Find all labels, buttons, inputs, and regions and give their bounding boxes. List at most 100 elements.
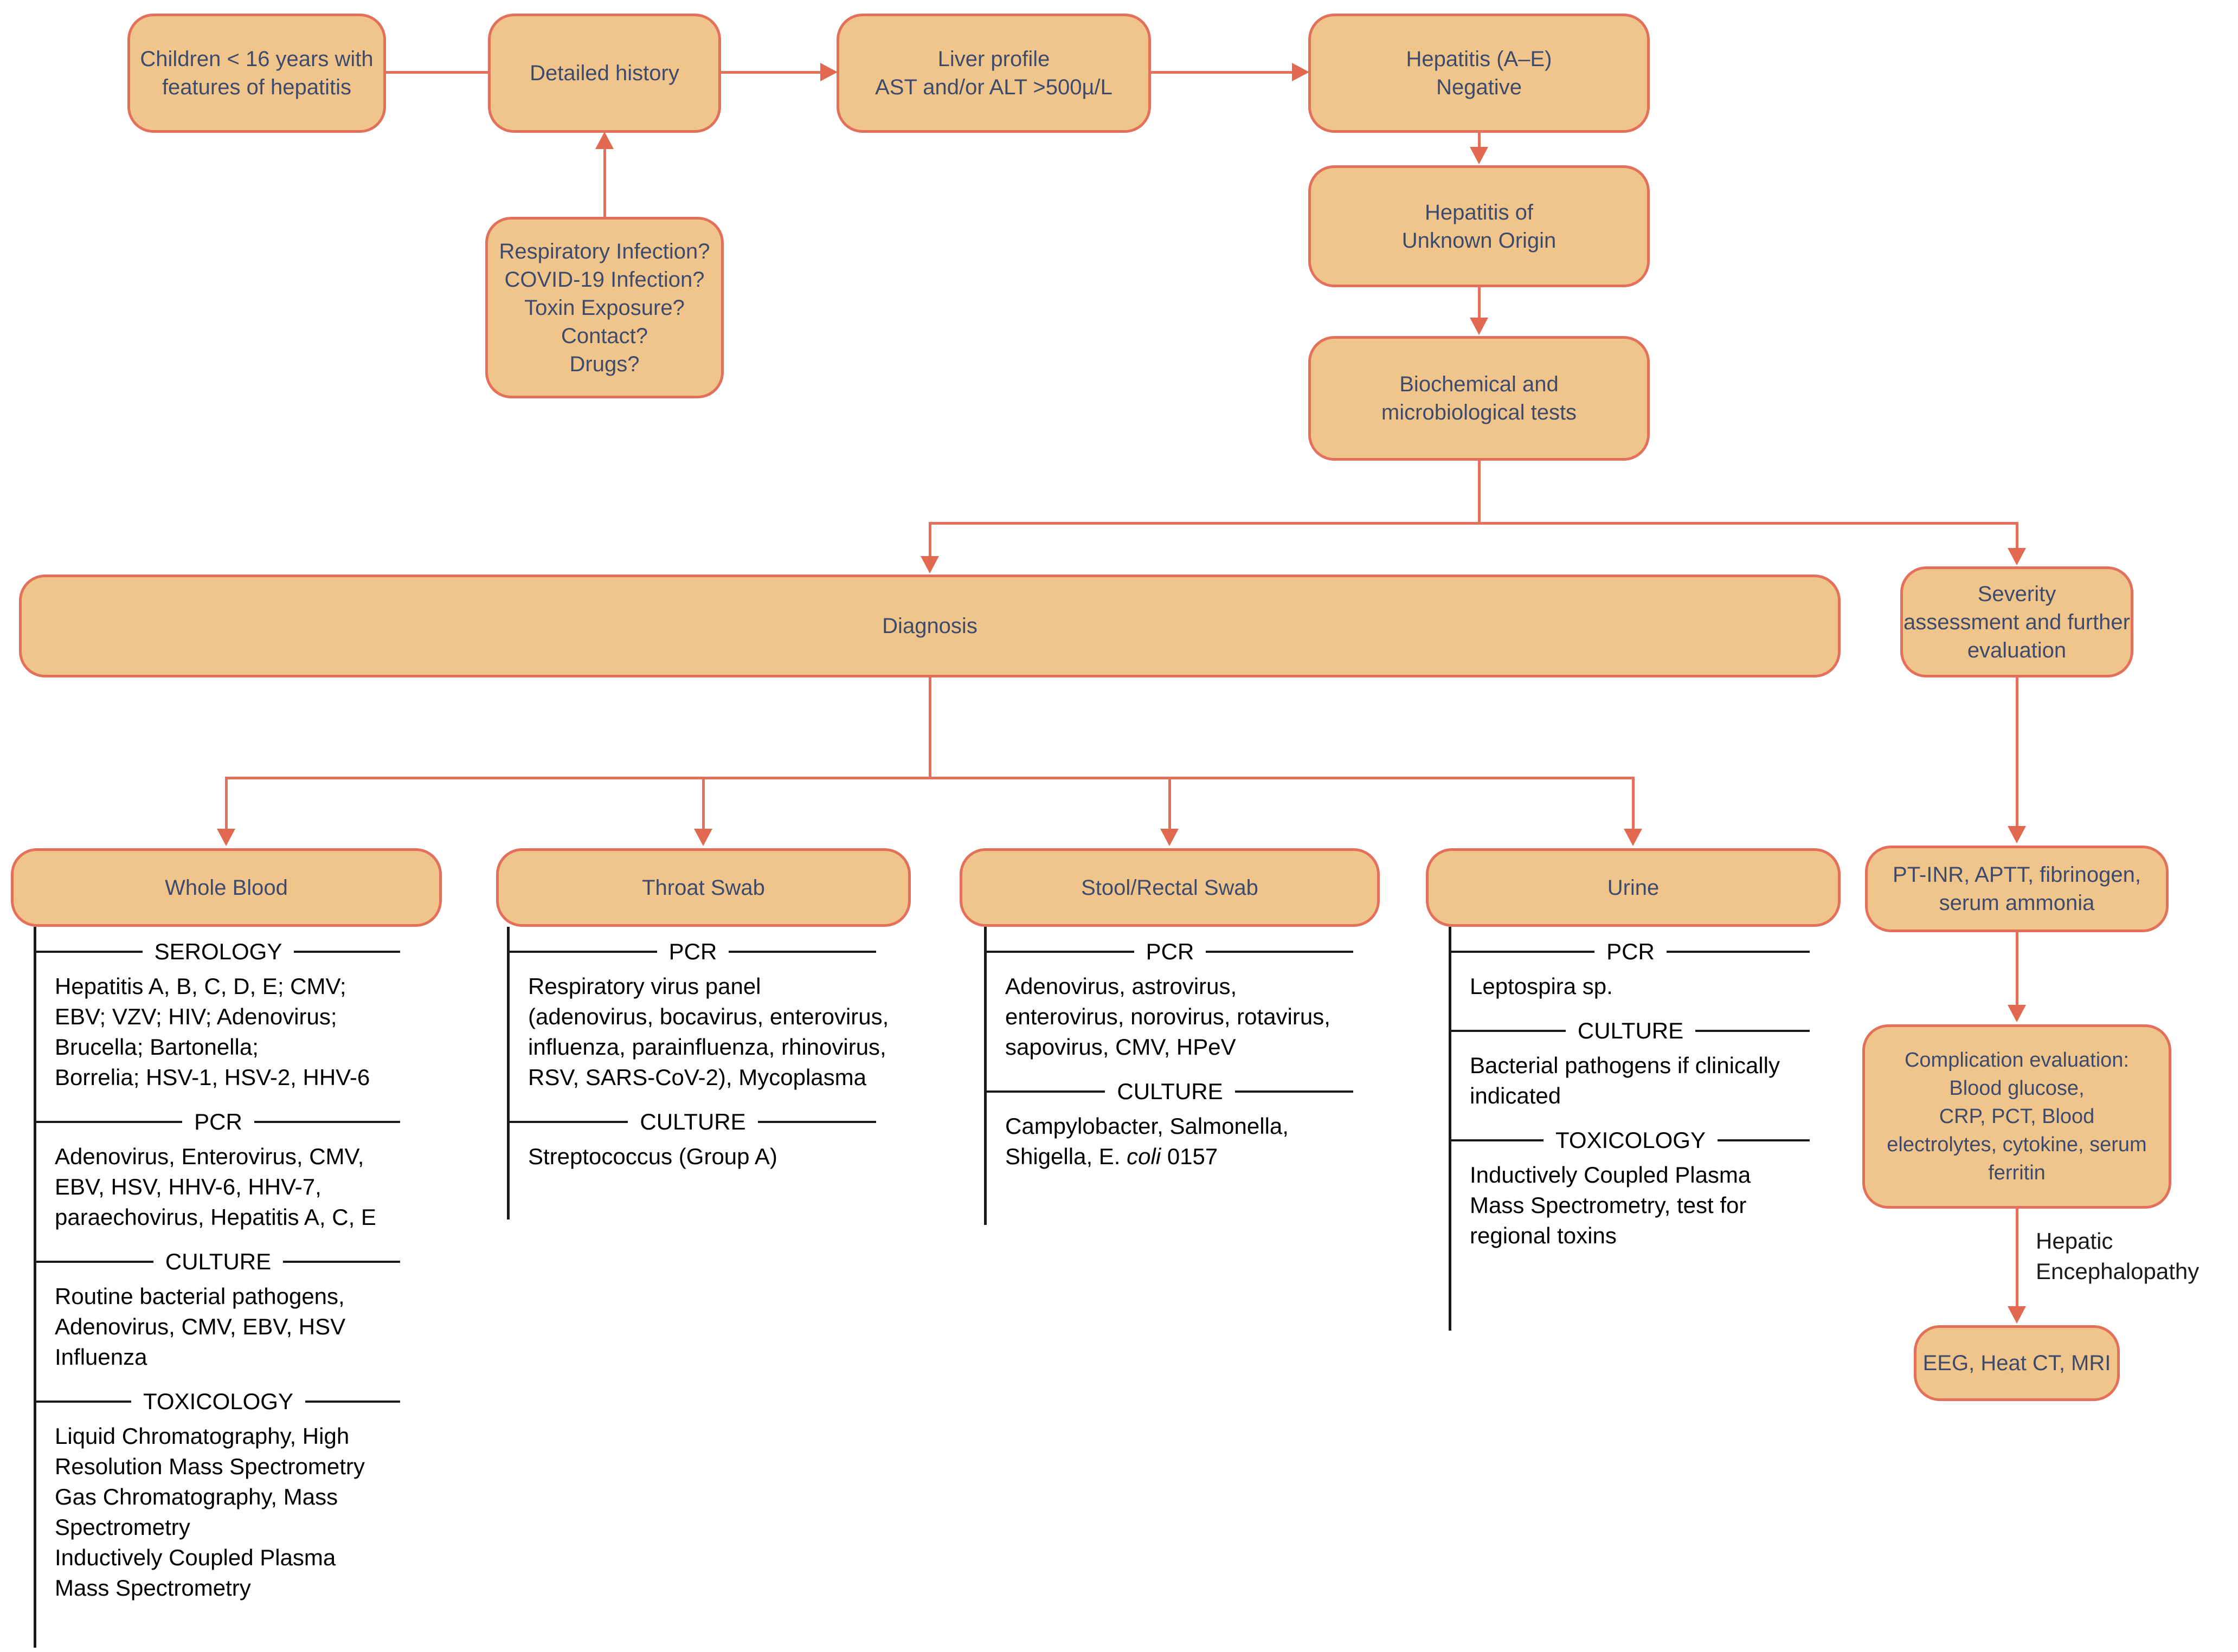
section-header-pcr-label: PCR [668,939,717,964]
connector-biochemical-stem [1478,461,1481,523]
connector-history-liver [721,71,821,74]
node-history-questions-line: COVID-19 Infection? [504,267,705,292]
list-item: Bacterial pathogens if clinically [1470,1053,1780,1078]
rule-icon [1451,1030,1566,1032]
list-item: Campylobacter, Salmonella, [1005,1113,1289,1139]
arrowhead-up-icon [595,132,614,149]
section-header-pcr-label: PCR [194,1109,242,1134]
node-severity: Severity assessment and further evaluati… [1900,566,2133,677]
connector-to-throat-swab [702,777,705,830]
connector-split-top [930,522,2018,525]
rule-icon [757,1121,877,1123]
list-item: enterovirus, norovirus, rotavirus, [1005,1004,1330,1029]
list-item: Brucella; Bartonella; [55,1034,259,1060]
rule-icon [1451,1139,1544,1141]
rule-icon [987,1090,1105,1093]
column-whole-blood: SEROLOGY Hepatitis A, B, C, D, E; CMV; E… [34,927,419,1648]
connector-liver-negative [1151,71,1292,74]
list-item: Hepatitis A, B, C, D, E; CMV; [55,973,346,999]
node-unknown-origin-line: Unknown Origin [1401,228,1557,253]
section-header-culture: CULTURE [510,1109,895,1135]
rule-icon [1206,951,1353,953]
list-item: Respiratory virus panel [528,973,761,999]
node-history-questions-line: Respiratory Infection? [499,239,710,263]
rule-icon [36,951,143,953]
rule-icon [1717,1139,1810,1141]
arrowhead-down-icon [1470,318,1488,335]
pcr-list: Leptospira sp. [1451,971,1828,1002]
arrowhead-down-icon [1470,147,1488,164]
connector-children-history [386,71,488,74]
connector-unknown-biochemical [1478,287,1481,320]
connector-to-whole-blood [225,777,228,830]
node-severity-line: evaluation [1967,638,2067,662]
node-eeg-label: EEG, Heat CT, MRI [1922,1351,2111,1375]
arrowhead-down-icon [2008,548,2026,565]
connector-ptinr-complication [2016,932,2018,1007]
section-header-culture-label: CULTURE [1117,1079,1223,1104]
node-whole-blood: Whole Blood [11,848,442,927]
node-history-questions-line: Toxin Exposure? [524,295,685,320]
section-header-culture-label: CULTURE [1577,1018,1684,1043]
node-complication: Complication evaluation: Blood glucose, … [1862,1024,2171,1209]
node-hepatitis-negative: Hepatitis (A–E) Negative [1308,14,1650,133]
connector-to-severity [2016,522,2018,550]
list-item-part: Shigella, E. [1005,1144,1127,1169]
list-item: Shigella, E. coli 0157 [1005,1141,1372,1172]
list-item-part: 0157 [1161,1144,1218,1169]
list-item: Borrelia; HSV-1, HSV-2, HHV-6 [55,1064,370,1090]
pcr-list: Adenovirus, astrovirus, enterovirus, nor… [987,971,1372,1062]
node-stool-rectal-swab-label: Stool/Rectal Swab [1081,875,1258,900]
node-complication-line: Blood glucose, [1949,1077,2085,1100]
node-pt-inr-line: PT-INR, APTT, fibrinogen, [1893,863,2141,887]
section-header-pcr-label: PCR [1606,939,1655,964]
arrowhead-right-icon [820,63,838,81]
node-diagnosis-label: Diagnosis [882,614,977,638]
section-header-pcr: PCR [510,939,895,965]
node-complication-line: ferritin [1988,1161,2046,1184]
arrowhead-down-icon [2008,1306,2026,1324]
hepatic-encephalopathy-note-line: Encephalopathy [2036,1259,2200,1284]
rule-icon [1695,1030,1810,1032]
list-item: Leptospira sp. [1470,973,1613,999]
arrowhead-down-icon [217,829,235,846]
node-pt-inr-line: serum ammonia [1939,891,2095,915]
list-item-part-italic: coli [1127,1144,1161,1169]
connector-diagnosis-stem [929,677,931,778]
arrowhead-down-icon [2008,826,2026,843]
node-urine-label: Urine [1607,875,1660,900]
arrowhead-down-icon [694,829,712,846]
node-pt-inr: PT-INR, APTT, fibrinogen, serum ammonia [1865,846,2169,932]
node-liver-profile-line: AST and/or ALT >500µ/L [875,75,1112,99]
section-header-toxicology-label: TOXICOLOGY [1555,1127,1706,1153]
section-header-serology-label: SEROLOGY [154,939,282,964]
section-header-pcr: PCR [1451,939,1828,965]
rule-icon [294,951,400,953]
list-item: Routine bacterial pathogens, [55,1283,345,1309]
node-severity-line: Severity [1977,582,2056,606]
node-complication-line: Complication evaluation: [1904,1049,2129,1072]
culture-list: Streptococcus (Group A) [510,1141,895,1172]
list-item: Mass Spectrometry, test for [1470,1192,1747,1218]
node-unknown-origin: Hepatitis of Unknown Origin [1308,165,1650,287]
list-item: Gas Chromatography, Mass [55,1484,338,1509]
section-header-serology: SEROLOGY [36,939,419,965]
section-header-culture: CULTURE [987,1079,1372,1105]
culture-list: Bacterial pathogens if clinically indica… [1451,1050,1828,1111]
node-urine: Urine [1426,848,1841,927]
section-header-culture: CULTURE [1451,1018,1828,1044]
list-item: influenza, parainfluenza, rhinovirus, [528,1034,886,1060]
section-header-toxicology: TOXICOLOGY [36,1389,419,1415]
section-header-pcr: PCR [987,939,1372,965]
node-history-questions-line: Contact? [561,324,648,348]
node-children: Children < 16 years with features of hep… [127,14,386,133]
connector-to-urine [1632,777,1635,830]
rule-icon [1234,1090,1354,1093]
node-complication-line: CRP, PCT, Blood [1939,1105,2095,1128]
list-item: Spectrometry [55,1514,190,1540]
section-header-pcr-label: PCR [1146,939,1194,964]
column-urine: PCR Leptospira sp. CULTURE Bacterial pat… [1449,927,1828,1331]
pcr-list: Respiratory virus panel (adenovirus, boc… [510,971,895,1093]
list-item: paraechovirus, Hepatitis A, C, E [55,1204,376,1230]
